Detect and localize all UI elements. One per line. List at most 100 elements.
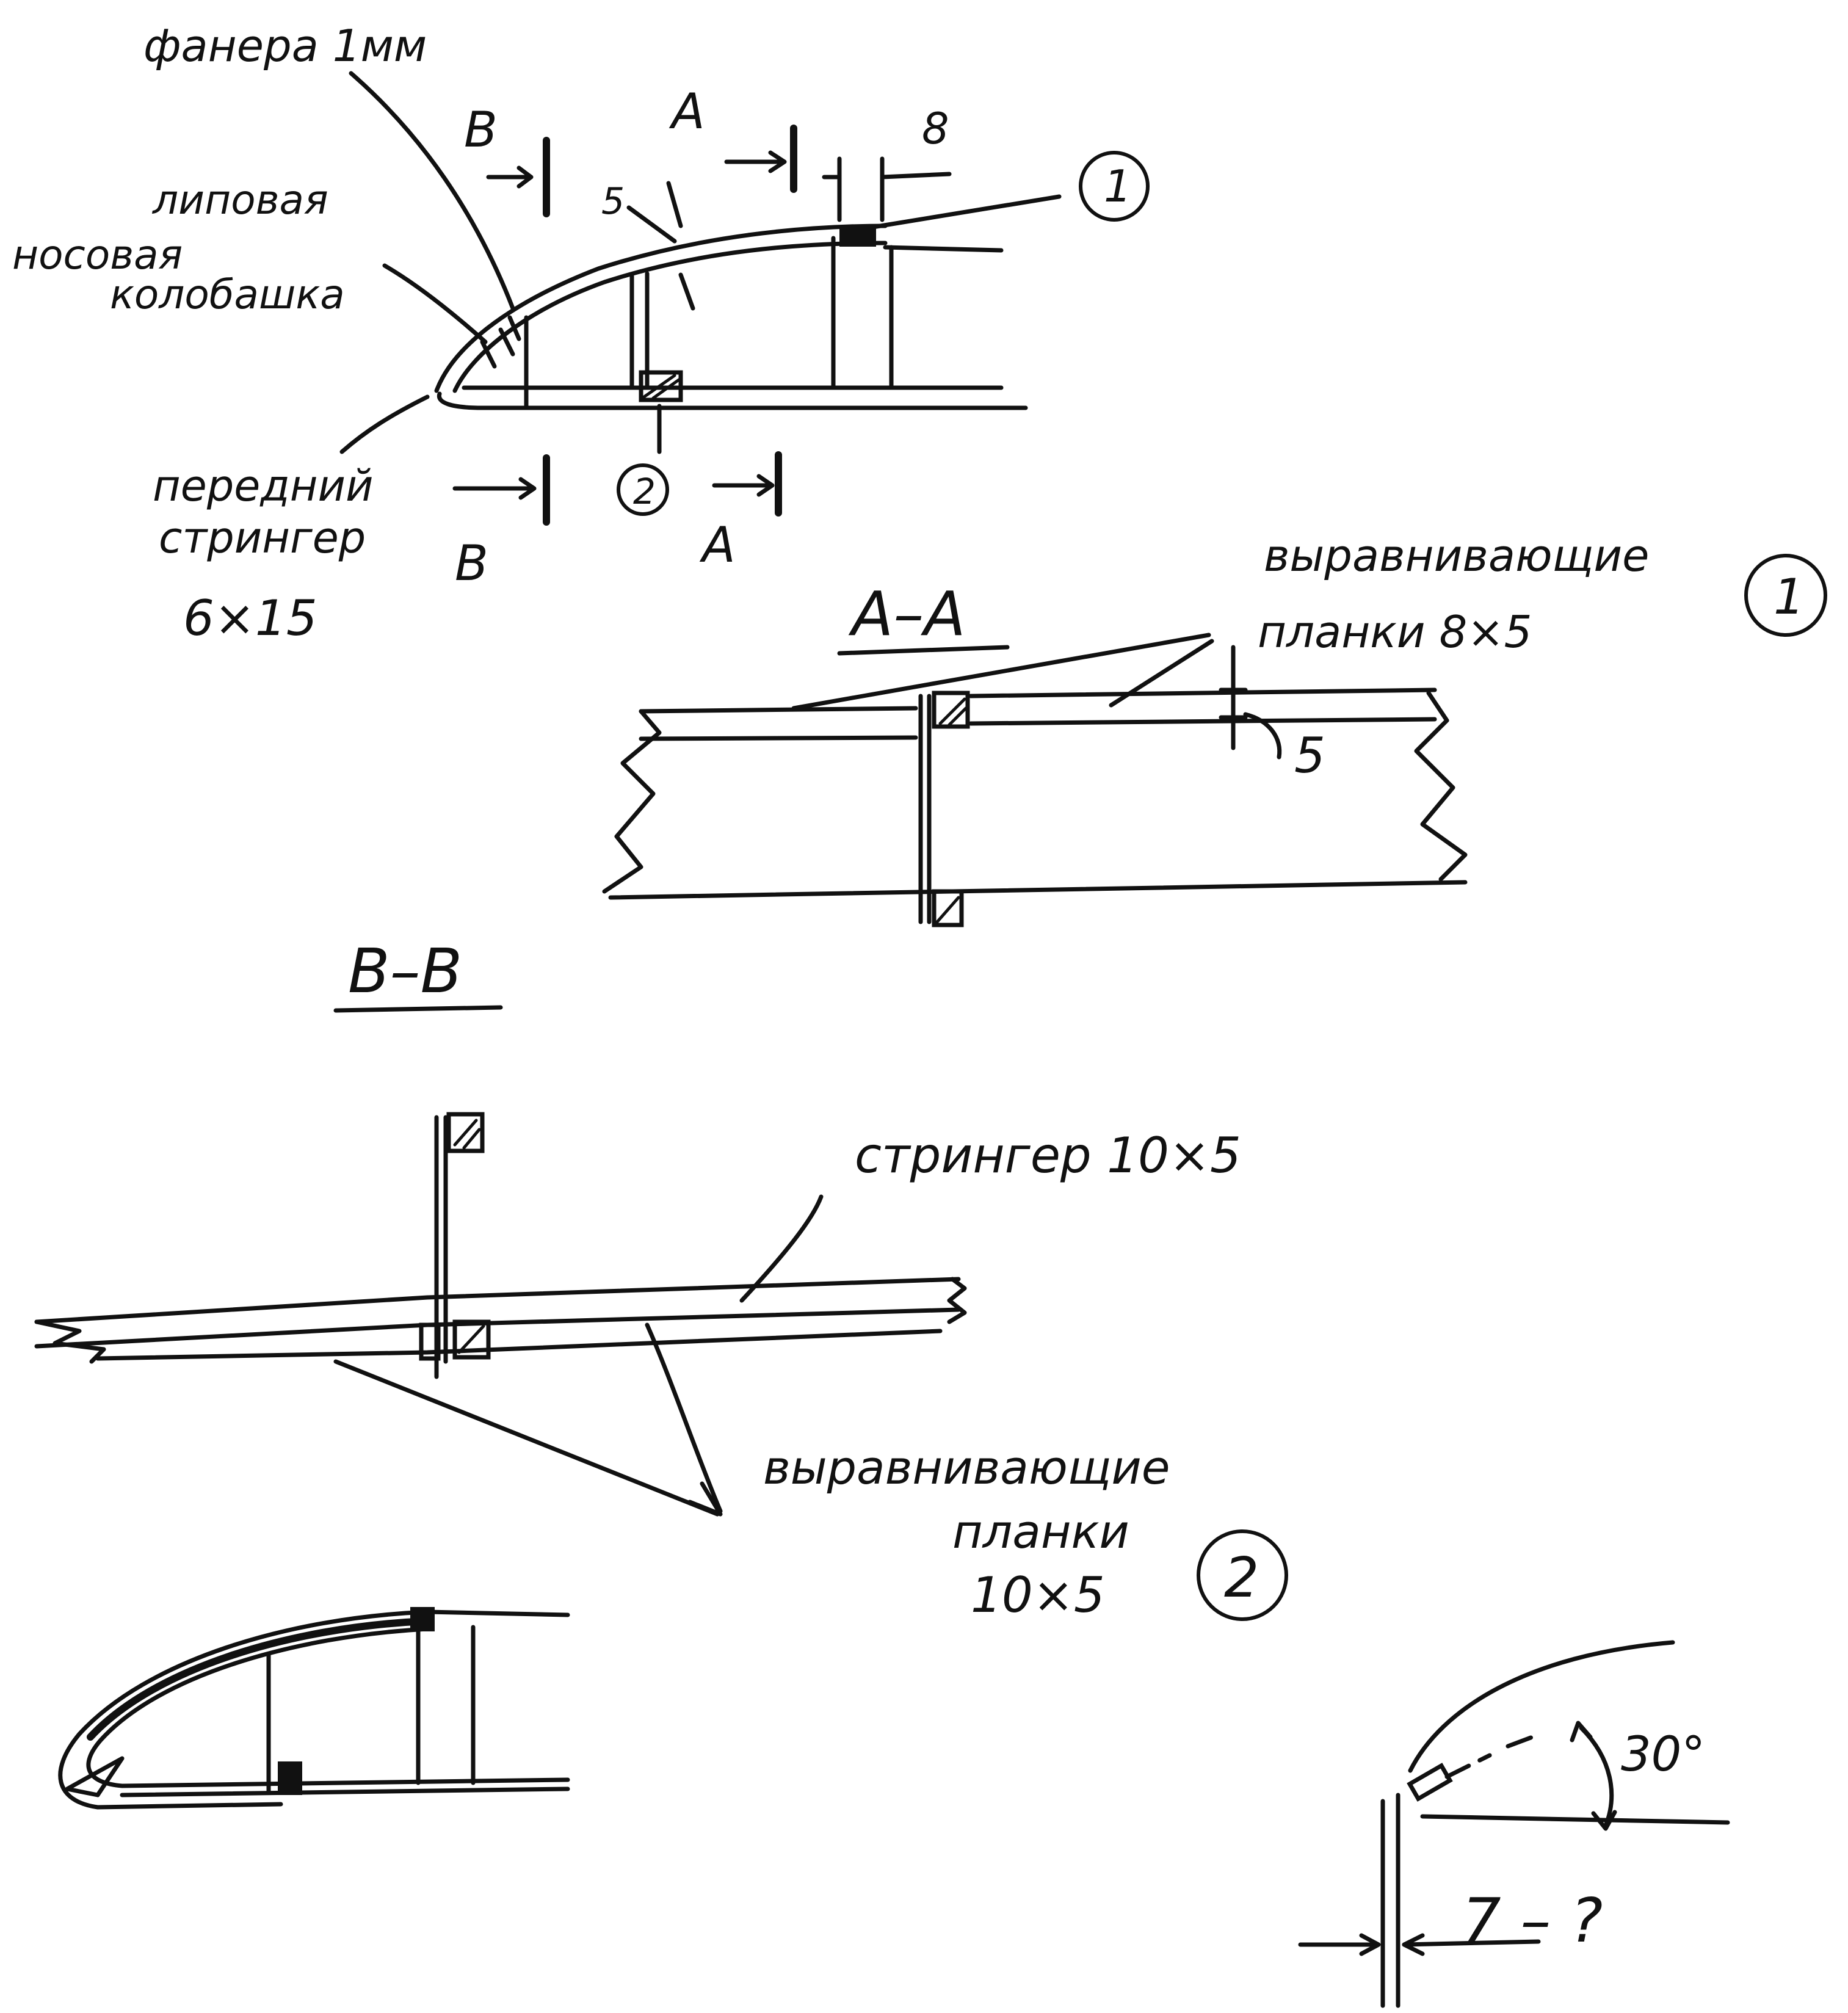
label-dim-5: 5 <box>601 180 625 223</box>
section-a-top-arrow <box>724 150 787 173</box>
aa-break-right <box>1414 691 1468 882</box>
stringer-block-bottom <box>639 370 683 402</box>
section-aa-title-underline <box>837 645 1010 656</box>
detail-angle-arrow-top <box>1570 1721 1593 1743</box>
bb-strip-right <box>452 1319 491 1360</box>
label-section-b-bottom: B <box>455 535 488 592</box>
leader-front-stringer <box>339 394 430 454</box>
detail-dim-label: 7 – ? <box>1462 1885 1603 1956</box>
detail-upper-skin <box>1408 1640 1675 1773</box>
label-nose-block-3: колобашка <box>110 271 345 318</box>
nose-inner-skin <box>86 1627 570 1788</box>
label-nose-block-2: носовая <box>12 231 183 278</box>
dim5-leader <box>626 205 677 244</box>
label-front-stringer-3: 6×15 <box>183 590 317 647</box>
detail-block <box>1407 1763 1453 1802</box>
section-aa-dim-5: 5 <box>1294 727 1325 784</box>
bb-stringer-leader <box>739 1194 824 1303</box>
label-front-stringer-1: передний <box>153 461 373 511</box>
dim5-top-tick <box>666 181 683 228</box>
aa-break-left <box>602 709 662 894</box>
bb-strip-right-hatch <box>457 1324 485 1354</box>
aa-bottom-line <box>608 880 1468 900</box>
section-bb-note-1: выравнивающие <box>763 1440 1170 1495</box>
bb-stringer-bottom <box>95 1329 943 1361</box>
section-bb-callout-label: 2 <box>1224 1546 1259 1610</box>
nose-plywood-skin <box>87 1617 431 1741</box>
callout-1-circle <box>1079 151 1150 222</box>
label-plywood: фанера 1мм <box>143 20 427 71</box>
aa-strip-bottom <box>932 889 964 927</box>
label-dim-8: 8 <box>922 104 949 154</box>
section-aa-note-1: выравнивающие <box>1264 530 1649 581</box>
aa-strip-top <box>932 691 970 729</box>
dim8-line <box>822 172 952 180</box>
nose-stringer-block-bottom <box>278 1761 302 1795</box>
detail-angle-label: 30° <box>1621 1727 1705 1782</box>
profile-plywood-line <box>871 194 1062 230</box>
aa-top-line-2 <box>639 717 1437 741</box>
callout-2-circle <box>617 463 669 516</box>
detail-angle-arc <box>1579 1725 1614 1828</box>
section-b-top-arrow <box>486 165 534 189</box>
profile-upper-skin <box>434 223 888 393</box>
callout-2-label: 2 <box>633 471 656 512</box>
bb-break-right <box>947 1277 967 1324</box>
callout-1-label: 1 <box>1104 161 1132 212</box>
detail-axis <box>1444 1735 1535 1779</box>
leader-plywood <box>349 71 515 311</box>
section-b-bottom-arrow <box>452 477 537 500</box>
bb-web-top-block <box>446 1112 485 1153</box>
aa-dim-5-leader <box>1243 712 1282 760</box>
bb-web-top-hatch <box>453 1119 481 1150</box>
detail-angle-arrow-bottom <box>1591 1810 1617 1831</box>
detail-dim-arrow-left <box>1359 1933 1381 1956</box>
stringer-block-top <box>839 227 876 247</box>
bb-arrowhead <box>687 1481 723 1517</box>
nose-tip-fill <box>65 1756 125 1797</box>
label-section-a-bottom: A <box>699 517 736 573</box>
detail-dim-arrow-right <box>1402 1933 1425 1956</box>
label-section-b-top: B <box>464 101 498 158</box>
bb-strip-leader-1 <box>333 1359 720 1517</box>
angle-detail: 30° 7 – ? <box>1298 1640 1730 2008</box>
bb-strip-left <box>419 1322 441 1361</box>
detail-dim-line <box>1298 1939 1541 1947</box>
section-a-bottom-arrow <box>712 474 775 497</box>
profile-lower-skin <box>437 391 1028 410</box>
section-bb-title-underline <box>333 1005 503 1013</box>
dim5-bottom-tick <box>678 272 695 311</box>
detail-horizontal <box>1420 1814 1730 1825</box>
section-aa-title: A–A <box>848 578 966 650</box>
aa-leader <box>791 633 1214 711</box>
section-aa-callout-circle <box>1744 554 1827 637</box>
aa-web <box>918 694 932 924</box>
section-aa-note-2: планки 8×5 <box>1258 606 1532 658</box>
section-bb-note-2: планки <box>952 1504 1129 1559</box>
leader-linden <box>382 263 488 344</box>
nose-profile-view <box>58 1607 570 1810</box>
label-front-stringer-2: стрингер <box>159 513 366 563</box>
profile-drawing: фанера 1мм липовая носовая колобашка пер… <box>12 20 1150 647</box>
aa-dim-5-ticks <box>1219 645 1248 750</box>
section-bb: B–B стрингер 10×5 выравнивающие планки 1… <box>34 935 1288 1623</box>
profile-upper-edge <box>883 245 1004 253</box>
bb-strip-leader-2 <box>645 1322 723 1514</box>
profile-upper-skin-inner <box>452 241 888 393</box>
label-nose-block-1: липовая <box>151 176 328 223</box>
section-bb-stringer: стрингер 10×5 <box>855 1127 1241 1184</box>
aa-strip-top-hatch <box>938 697 968 727</box>
section-aa: A–A выравнивающие планки 8×5 1 5 <box>602 530 1827 927</box>
section-bb-callout-circle <box>1197 1529 1288 1621</box>
stringer-block-bottom-hatch <box>642 374 681 400</box>
section-aa-callout-label: 1 <box>1774 568 1805 625</box>
nose-outer-skin <box>58 1609 570 1810</box>
bb-break-left <box>34 1319 106 1364</box>
aa-top-line <box>639 687 1437 714</box>
section-bb-note-3: 10×5 <box>971 1567 1105 1623</box>
aa-strip-bottom-hatch <box>935 896 960 924</box>
label-section-a-top: A <box>669 83 705 140</box>
section-bb-title: B–B <box>348 935 462 1007</box>
bb-stringer-top <box>34 1277 961 1324</box>
